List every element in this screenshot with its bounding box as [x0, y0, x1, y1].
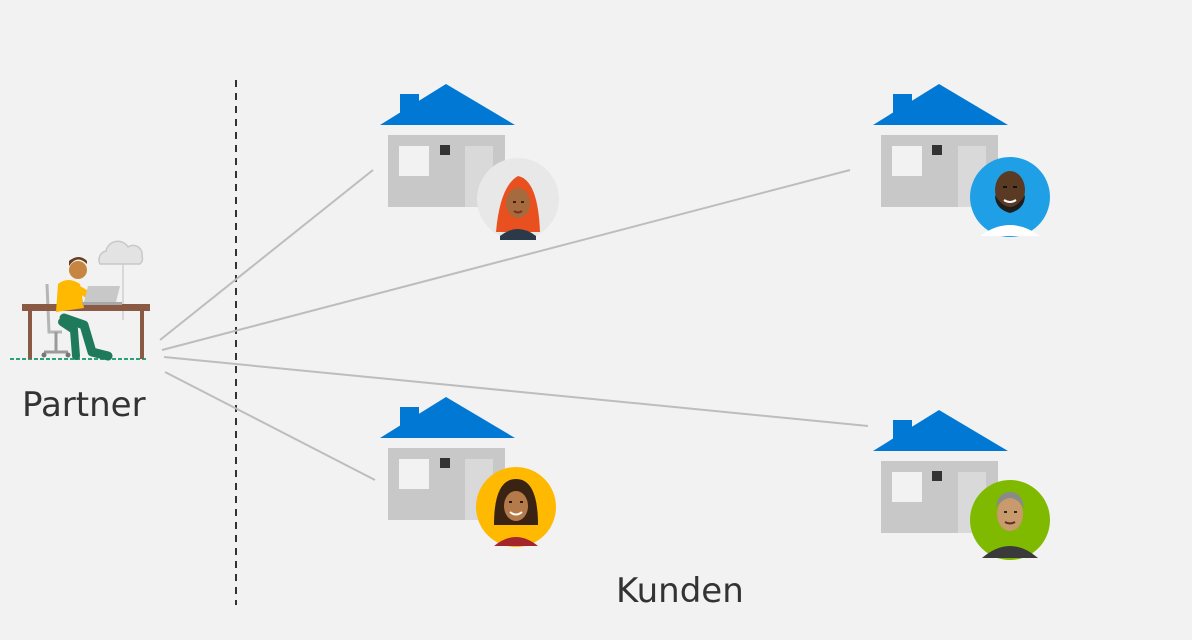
house-window	[399, 146, 429, 176]
laptop-icon	[84, 286, 120, 302]
desk	[22, 304, 150, 311]
connector-line-3	[163, 356, 869, 427]
house-window	[399, 459, 429, 489]
connector-line-4	[164, 371, 376, 481]
customers-label: Kunden	[616, 571, 744, 611]
house-window	[892, 472, 922, 502]
customer-avatar-grey-haired-man	[970, 480, 1050, 560]
partner-label: Partner	[22, 385, 146, 425]
connector-lines	[159, 169, 869, 481]
house-window	[892, 146, 922, 176]
customer-avatar-hijab-woman	[477, 158, 559, 240]
customer-avatar-smiling-woman	[476, 467, 556, 547]
cloud-icon	[98, 240, 144, 265]
customer-avatar-bearded-man	[970, 157, 1050, 237]
connector-line-1	[159, 169, 374, 341]
partner-illustration	[10, 240, 150, 361]
connector-line-2	[161, 169, 851, 351]
